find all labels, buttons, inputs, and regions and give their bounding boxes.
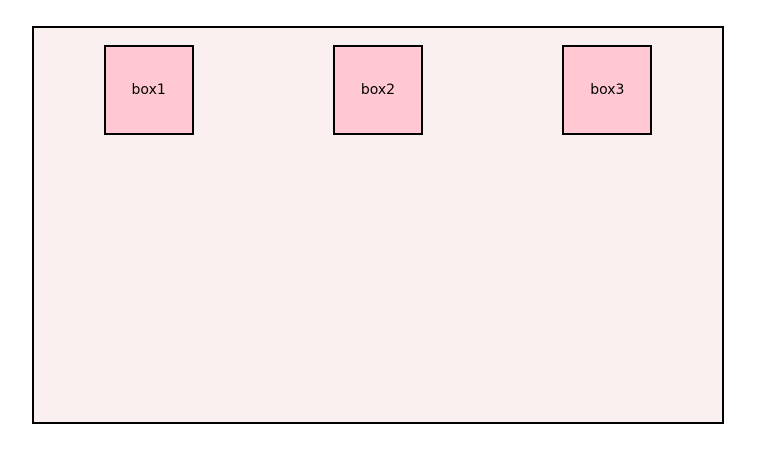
flex-item-box1[interactable]: box1 <box>103 45 194 135</box>
flex-item-box3-label: box3 <box>590 82 625 98</box>
flex-item-box3[interactable]: box3 <box>562 45 653 135</box>
flex-item-box2-label: box2 <box>360 82 396 98</box>
flex-item-box1-label: box1 <box>131 82 166 98</box>
flex-container: box1 box2 box3 <box>32 26 724 424</box>
flex-item-box2[interactable]: box2 <box>332 45 423 135</box>
